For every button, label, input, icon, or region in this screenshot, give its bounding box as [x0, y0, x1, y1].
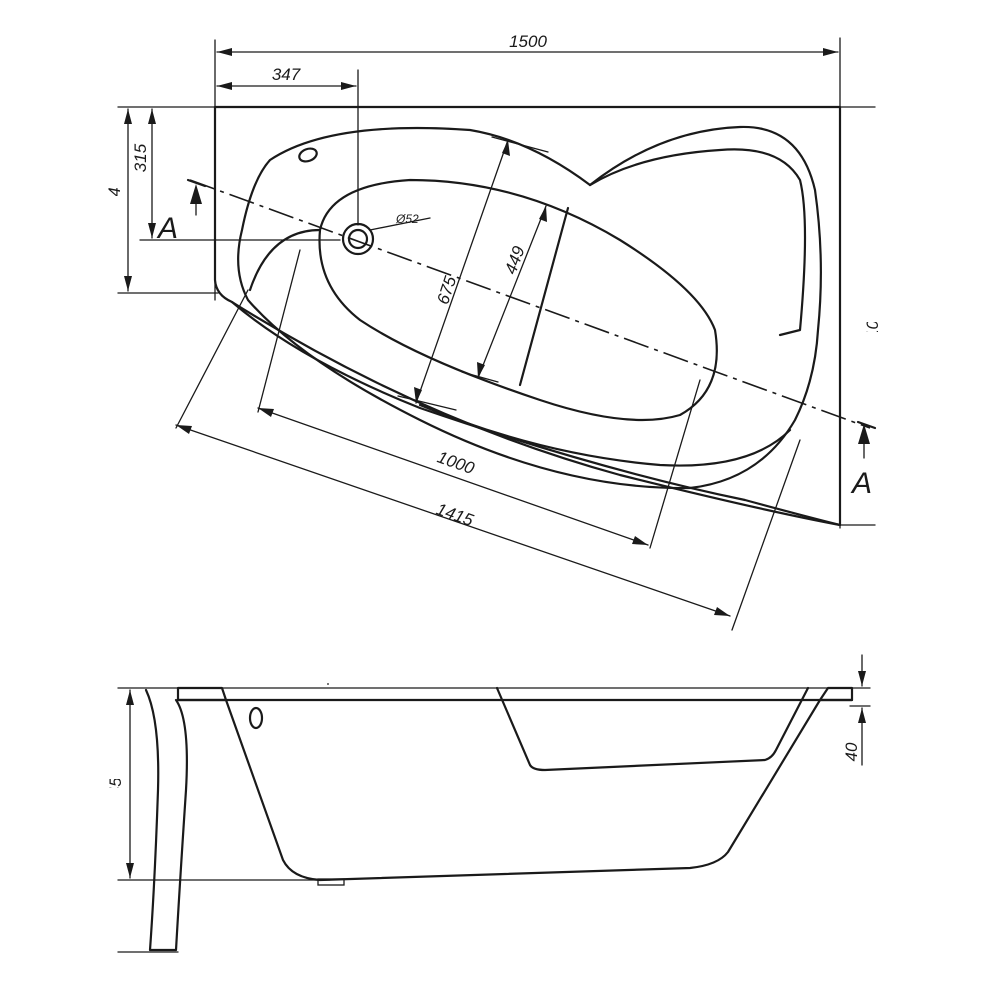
headrest-contour	[588, 148, 807, 337]
dim-inner-width: 675	[397, 136, 549, 411]
basin-step-contour	[248, 228, 322, 292]
dim-depth: 450	[106, 689, 134, 879]
tub-section-body	[176, 686, 854, 882]
dim-total-length: 1500	[216, 32, 839, 56]
dim-drain-offset-x: 347	[216, 65, 357, 90]
backrest-line	[518, 206, 570, 387]
section-marker-right-label: A	[850, 467, 872, 500]
dim-depth-label: 450	[106, 767, 125, 796]
plan-view: 1500 347 445 315 1000	[105, 32, 882, 631]
ext-line-1000-left	[257, 249, 301, 413]
dim-rim-height: 40	[842, 654, 866, 766]
tub-outer-contour	[213, 105, 842, 527]
ext-line-1000-right	[649, 379, 701, 549]
drain: Ø52	[341, 212, 431, 256]
tub-apron-line	[230, 300, 842, 527]
support-panel	[144, 688, 188, 952]
dim-inner-width-label: 675	[433, 273, 460, 306]
dim-left-height-label: 445	[105, 177, 124, 206]
drain-diameter-label: Ø52	[395, 212, 419, 226]
section-overflow-hole	[248, 706, 264, 730]
tub-rim-inner	[237, 125, 822, 490]
ext-line-1415-right	[731, 439, 801, 631]
dim-left-height: 445	[105, 108, 132, 292]
section-backrest	[495, 686, 810, 772]
section-drain-outlet	[317, 878, 345, 886]
basin-bottom-step	[418, 403, 792, 467]
section-marker-right: A	[850, 420, 877, 500]
dim-drain-offset-y: 315	[131, 108, 156, 239]
section-marker-left: A	[156, 178, 207, 245]
dim-total-length-label: 1500	[509, 32, 547, 51]
dim-outer-length-label: 1415	[434, 500, 477, 531]
basin-contour	[318, 178, 718, 422]
dim-inner-length: 1000	[257, 407, 649, 546]
dim-backrest-width: 449	[461, 205, 547, 383]
reference-dot	[327, 683, 329, 685]
dim-right-height-label: 1000	[863, 301, 882, 339]
dim-rim-height-label: 40	[842, 742, 861, 761]
dim-inner-length-label: 1000	[435, 448, 478, 479]
section-marker-left-label: A	[156, 212, 178, 245]
dim-drain-offset-x-label: 347	[272, 65, 301, 84]
dim-drain-offset-y-label: 315	[131, 143, 150, 172]
side-view: 450 40	[106, 654, 871, 953]
dim-backrest-width-label: 449	[501, 243, 529, 277]
section-centerline	[189, 179, 871, 429]
overflow-hole	[298, 147, 318, 163]
ext-line-1415-left	[175, 289, 249, 429]
